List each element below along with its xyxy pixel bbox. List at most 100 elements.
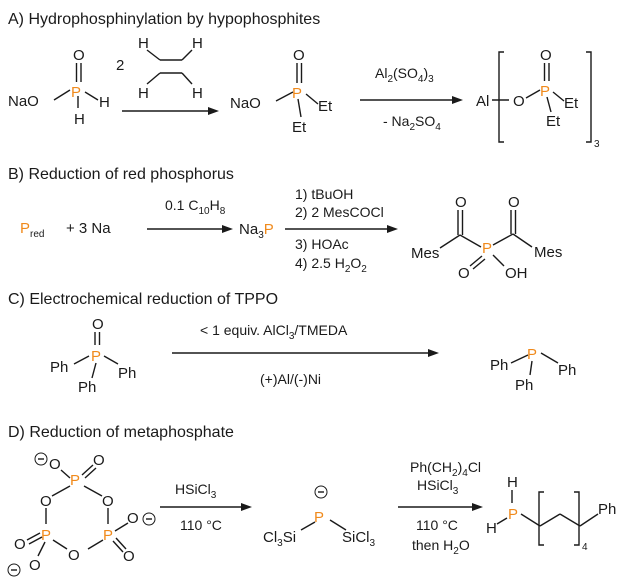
reagent-alcl3-tmeda: < 1 equiv. AlCl3/TMEDA [200,322,348,342]
phosphorus-atom: P [71,84,81,101]
oxygen-atom: O [293,47,305,64]
oxygen-atom: O [40,493,52,510]
phenyl-group: Ph [118,365,136,382]
step-2: 2) 2 MesCOCl [295,204,384,220]
step-4: 4) 2.5 H2O2 [295,255,367,275]
hydrogen-atom: H [507,474,518,491]
sodium-diethylphosphinate: NaO P O Et Et [230,47,333,136]
na-o-label: NaO [230,95,261,112]
hydrogen-atom: H [138,35,149,52]
phosphorus-atom: P [527,346,537,363]
phenyl-group: Ph [50,359,68,376]
oxygen-atom: O [455,194,467,211]
section-b-title: B) Reduction of red phosphorus [8,166,234,183]
then-water-label: then H2O [412,537,470,557]
phosphorus-atom: P [482,240,492,257]
arrowhead [208,107,219,115]
left-bracket [538,491,544,546]
ethyl-group: Et [318,98,333,115]
reagent-hsicl3: HSiCl3 [175,481,217,501]
triphenylphosphine: Ph P Ph Ph [490,346,576,394]
ethyl-group: Et [546,113,561,130]
phenyl-group: Ph [490,357,508,374]
triphenylphosphine-oxide: O P Ph Ph Ph [50,316,136,396]
phosphorus-atom: P [292,85,302,102]
red-phosphorus: Pred [20,220,44,240]
coefficient-2: 2 [116,57,124,74]
trimetaphosphate: O P O O O P P O O O [7,452,156,577]
section-c: C) Electrochemical reduction of TPPO O P… [8,291,576,396]
oxygen-atom: O [513,93,525,110]
negative-charge-icon [314,485,328,499]
oxygen-atom: O [49,456,61,473]
mesityl-group: Mes [411,245,439,262]
section-a: A) Hydrophosphinylation by hypophosphite… [8,11,600,150]
temperature-label: 110 °C [416,517,458,533]
oxygen-atom: O [93,452,105,469]
bis-mesitoyl-phosphinic-acid: Mes OH O P O Mes O OH [411,194,562,282]
hydrogen-atom: H [99,94,110,111]
hydrogen-atom: H [192,85,203,102]
arrowhead [387,225,398,233]
phosphorus-atom: P [70,472,80,489]
step-3: 3) HOAc [295,236,349,252]
oxygen-atom: O [29,557,41,574]
oxygen-atom: O [540,47,552,64]
chain-repeat-subscript: 4 [582,542,588,553]
phosphorus-atom: P [91,348,101,365]
sodium-hypophosphite: NaO P O H H [8,47,110,128]
section-d-title: D) Reduction of metaphosphate [8,424,234,441]
phosphorus-atom: P [540,83,550,100]
negative-charge-icon [34,452,48,466]
oxygen-atom: O [123,548,135,565]
arrowhead [428,349,439,357]
negative-charge-icon [7,563,21,577]
phenylbutylphosphine: H P H 4 Ph [486,474,616,553]
bracket-subscript: 3 [594,139,600,150]
phosphorus-atom: P [41,527,51,544]
aluminium-atom: Al [476,93,489,110]
oxygen-atom: O [92,316,104,333]
trichlorosilyl-group: Cl3Si [263,529,296,549]
hydrogen-atom: H [74,111,85,128]
phosphorus-atom: P [103,527,113,544]
aluminium-diethylphosphinate: Al O P O Et Et 3 [476,47,600,150]
sodium-reagent: + 3 Na [66,220,111,237]
sodium-phosphide: Na3P [239,221,274,241]
negative-charge-icon [142,512,156,526]
arrowhead [472,503,483,511]
temperature-label: 110 °C [180,517,222,533]
ethylene: 2 H H H H [116,35,203,102]
phosphorus-atom: P [508,506,518,523]
right-bracket [586,51,592,143]
na-o-label: NaO [8,93,39,110]
section-d: D) Reduction of metaphosphate O P O O O … [7,424,616,577]
hydrogen-atom: H [138,85,149,102]
arrowhead [222,225,233,233]
phenyl-group: Ph [598,501,616,518]
hydrogen-atom: H [486,520,497,537]
naphthalene-catalyst: 0.1 C10H8 [165,197,226,217]
mesityl-group: Mes [534,244,562,261]
oxygen-atom: O [508,194,520,211]
left-bracket [498,51,504,143]
right-bracket [574,491,580,546]
section-a-title: A) Hydrophosphinylation by hypophosphite… [8,11,320,28]
arrowhead [241,503,252,511]
section-b: B) Reduction of red phosphorus Pred + 3 … [8,166,562,282]
oxygen-atom: O [102,493,114,510]
oxygen-atom: O [68,547,80,564]
hydrogen-atom: H [192,35,203,52]
electrodes-label: (+)Al/(-)Ni [260,371,321,387]
oxygen-atom: O [73,47,85,64]
phenyl-group: Ph [515,377,533,394]
step-1: 1) tBuOH [295,186,353,202]
oxygen-atom: O [14,536,26,553]
bis-trichlorosilyl-phosphide: P Cl3Si SiCl3 [263,485,376,549]
reagent-phenylbutyl-chloride: Ph(CH2)4Cl [410,459,481,479]
reagent-al2so43: Al2(SO4)3 [375,65,434,85]
trichlorosilyl-group: SiCl3 [342,529,376,549]
ethyl-group: Et [292,119,307,136]
ethyl-group: Et [564,95,579,112]
